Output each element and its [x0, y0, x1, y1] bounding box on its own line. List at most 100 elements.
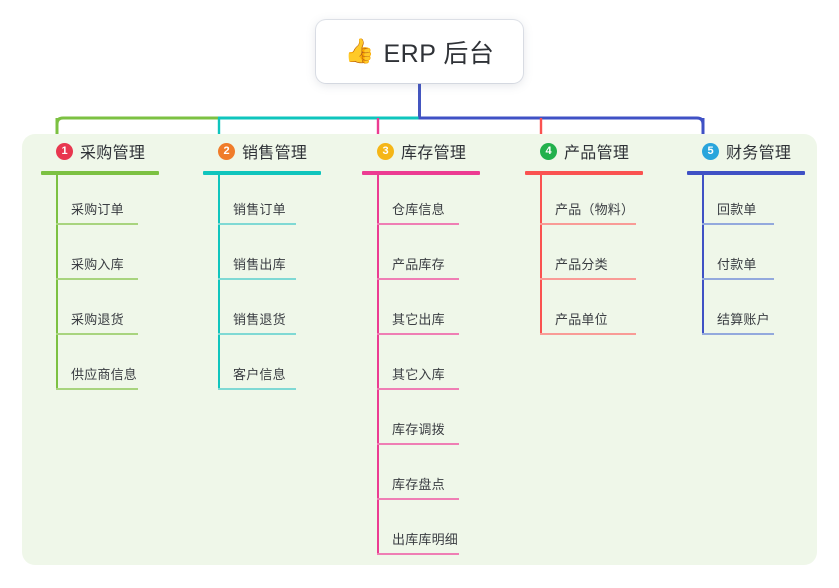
branch-title: 库存管理	[401, 145, 467, 162]
branch-item-rule	[377, 498, 459, 500]
branch-items: 回款单付款单结算账户	[687, 175, 812, 340]
branch-header-rule	[362, 171, 480, 175]
branch-item[interactable]: 采购退货	[41, 285, 171, 340]
branch-item[interactable]: 供应商信息	[41, 340, 171, 395]
branch-item[interactable]: 产品单位	[525, 285, 655, 340]
branch-item-rule	[377, 333, 459, 335]
branch-item-rule	[702, 333, 774, 335]
branch-item-rule	[218, 223, 296, 225]
branch-spine	[702, 175, 704, 335]
branch-item[interactable]: 仓库信息	[362, 175, 492, 230]
branch-header-2[interactable]: 2 销售管理	[203, 134, 333, 168]
branch-item[interactable]: 采购入库	[41, 230, 171, 285]
branch-item-rule	[540, 223, 636, 225]
branch-column-1: 1 采购管理采购订单采购入库采购退货供应商信息	[41, 134, 171, 395]
branch-item[interactable]: 付款单	[687, 230, 812, 285]
branch-number-badge: 1	[56, 142, 73, 160]
branch-item[interactable]: 库存调拨	[362, 395, 492, 450]
branch-title: 采购管理	[80, 145, 146, 162]
branch-header-rule	[203, 171, 321, 175]
branch-item[interactable]: 回款单	[687, 175, 812, 230]
branch-item-label: 客户信息	[233, 367, 286, 382]
branch-header-4[interactable]: 4 产品管理	[525, 134, 655, 168]
branch-item-label: 产品（物料）	[555, 202, 635, 217]
branch-number-badge: 5	[702, 142, 719, 160]
branch-item-rule	[56, 223, 138, 225]
branch-number-badge: 3	[377, 142, 394, 160]
branch-title: 销售管理	[242, 145, 308, 162]
branch-number-badge: 4	[540, 142, 557, 160]
branch-title: 产品管理	[564, 145, 630, 162]
branch-item-label: 销售出库	[233, 257, 286, 272]
branches-panel	[22, 134, 817, 565]
branch-item-label: 采购退货	[71, 312, 124, 327]
branch-item-label: 回款单	[717, 202, 757, 217]
branch-spine	[218, 175, 220, 390]
branch-item-rule	[218, 333, 296, 335]
branch-item-label: 其它入库	[392, 367, 445, 382]
branch-spine	[540, 175, 542, 335]
branch-item-rule	[56, 278, 138, 280]
branch-item-rule	[56, 333, 138, 335]
branch-item-label: 结算账户	[717, 312, 770, 327]
branch-items: 采购订单采购入库采购退货供应商信息	[41, 175, 171, 395]
branch-item[interactable]: 采购订单	[41, 175, 171, 230]
branch-item-rule	[218, 388, 296, 390]
branch-item-rule	[540, 278, 636, 280]
branch-item[interactable]: 销售退货	[203, 285, 333, 340]
root-title: ERP 后台	[383, 39, 495, 68]
branch-item[interactable]: 库存盘点	[362, 450, 492, 505]
branch-item-label: 采购入库	[71, 257, 124, 272]
branch-item-label: 销售订单	[233, 202, 286, 217]
branch-item-label: 仓库信息	[392, 202, 445, 217]
root-node[interactable]: 👍 ERP 后台	[316, 20, 523, 83]
branch-item[interactable]: 客户信息	[203, 340, 333, 395]
branch-number-badge: 2	[218, 142, 235, 160]
branch-title: 财务管理	[726, 145, 792, 162]
branch-header-rule	[41, 171, 159, 175]
bus-left-green	[55, 116, 219, 127]
branch-item-label: 产品单位	[555, 312, 608, 327]
branch-header-1[interactable]: 1 采购管理	[41, 134, 171, 168]
branch-item[interactable]: 结算账户	[687, 285, 812, 340]
branch-item[interactable]: 产品（物料）	[525, 175, 655, 230]
branch-item-rule	[56, 388, 138, 390]
branch-item-label: 采购订单	[71, 202, 124, 217]
branch-item[interactable]: 销售出库	[203, 230, 333, 285]
branch-item-rule	[702, 223, 774, 225]
branch-column-3: 3 库存管理仓库信息产品库存其它出库其它入库库存调拨库存盘点出库库明细	[362, 134, 492, 560]
branch-item-rule	[377, 443, 459, 445]
branch-header-rule	[687, 171, 805, 175]
branch-columns: 1 采购管理采购订单采购入库采购退货供应商信息 2 销售管理销售订单销售出库销售退货客…	[22, 134, 817, 565]
branch-item[interactable]: 其它出库	[362, 285, 492, 340]
branch-spine	[377, 175, 379, 555]
branch-item[interactable]: 其它入库	[362, 340, 492, 395]
branch-item-rule	[377, 278, 459, 280]
branch-item[interactable]: 出库库明细	[362, 505, 492, 560]
branch-item-label: 付款单	[717, 257, 757, 272]
branch-item-rule	[540, 333, 636, 335]
branch-item[interactable]: 产品库存	[362, 230, 492, 285]
branch-header-5[interactable]: 5 财务管理	[687, 134, 812, 168]
branch-item-label: 库存调拨	[392, 422, 445, 437]
branch-item-rule	[702, 278, 774, 280]
branch-items: 产品（物料） 产品分类产品单位	[525, 175, 655, 340]
branch-items: 销售订单销售出库销售退货客户信息	[203, 175, 333, 395]
branch-item-label: 销售退货	[233, 312, 286, 327]
branch-item-label: 库存盘点	[392, 477, 445, 492]
branch-item-rule	[218, 278, 296, 280]
branch-item-rule	[377, 223, 459, 225]
branch-item[interactable]: 销售订单	[203, 175, 333, 230]
bus-right-indigo	[418, 116, 705, 127]
thumbs-up-icon: 👍	[344, 37, 375, 65]
branch-column-4: 4 产品管理产品（物料） 产品分类产品单位	[525, 134, 655, 340]
branch-column-5: 5 财务管理回款单付款单结算账户	[687, 134, 812, 340]
branch-column-2: 2 销售管理销售订单销售出库销售退货客户信息	[203, 134, 333, 395]
branch-spine	[56, 175, 58, 390]
branch-item-label: 出库库明细	[392, 532, 459, 547]
branch-item-label: 产品分类	[555, 257, 608, 272]
branch-item[interactable]: 产品分类	[525, 230, 655, 285]
branch-item-rule	[377, 388, 459, 390]
branch-header-3[interactable]: 3 库存管理	[362, 134, 492, 168]
